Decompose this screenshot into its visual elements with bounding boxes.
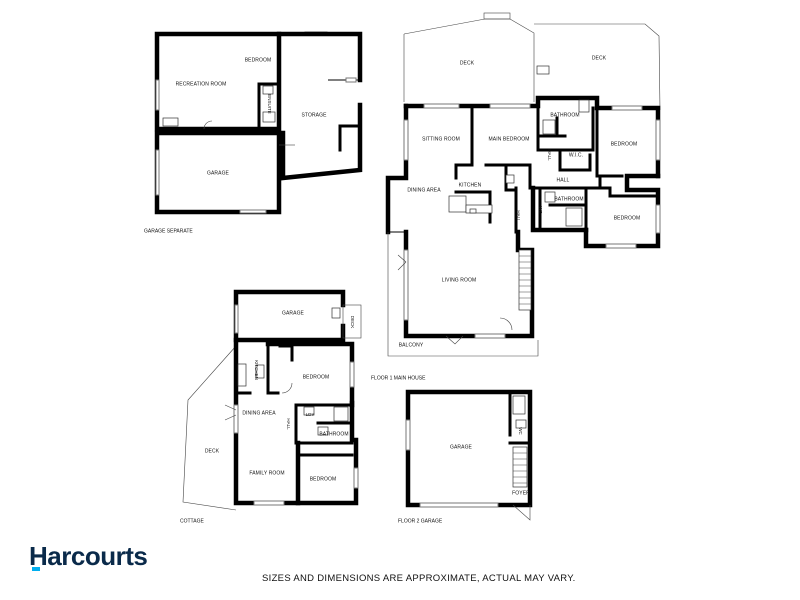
f2-foyer-label: FOYER (512, 490, 530, 496)
harcourts-logo: Harcourts (29, 541, 148, 571)
f1-deck-left-label: DECK (460, 60, 475, 66)
ct-bedroom-bottom-label: BEDROOM (310, 476, 337, 482)
f1-bedroom-lower-label: BEDROOM (614, 215, 641, 221)
f1-stairs (518, 249, 532, 311)
f1-wic-label: W.I.C. (569, 152, 583, 158)
ct-deck-label: DECK (205, 448, 220, 454)
ct-garage-label: GARAGE (282, 310, 305, 316)
gs-ensuite-label: ENSUITE (267, 94, 272, 114)
f1-deck-right-label: DECK (592, 55, 607, 61)
f1-dining-area-label: DINING AREA (407, 187, 441, 193)
f1-bathroom-top-label: BATHROOM (550, 112, 579, 118)
floor2-garage-plan: GARAGE WC FOYER FLOOR 2 GARAGE (398, 389, 533, 524)
f1-hall-label: HALL (557, 177, 570, 183)
f1-balcony-label: BALCONY (399, 342, 424, 348)
f2-caption: FLOOR 2 GARAGE (398, 518, 443, 524)
harcourts-logo-accent (32, 567, 40, 571)
f1-bedroom-right-label: BEDROOM (611, 141, 638, 147)
f1-wc-label: WC (538, 206, 543, 214)
f2-wc-label: WC (518, 427, 523, 435)
f1-bathroom-mid-label: BATHROOM (554, 196, 583, 202)
f1-hall-vertical-label: HALL (547, 149, 552, 161)
f1-main-bedroom-label: MAIN BEDROOM (489, 136, 530, 142)
ct-family-room-label: FAMILY ROOM (249, 470, 284, 476)
ct-deck-small-label: DECK (350, 316, 355, 329)
f1-caption: FLOOR 1 MAIN HOUSE (371, 375, 426, 381)
f2-stairs (512, 446, 528, 488)
ct-caption: COTTAGE (180, 518, 204, 524)
f1-sitting-room-label: SITTING ROOM (422, 136, 460, 142)
f1-kitchen-label: KITCHEN (459, 182, 482, 188)
gs-caption: GARAGE SEPARATE (144, 228, 193, 234)
gs-storage-label: STORAGE (301, 112, 327, 118)
disclaimer-text: SIZES AND DIMENSIONS ARE APPROXIMATE, AC… (262, 573, 576, 584)
garage-separate-plan: BEDROOM RECREATION ROOM ENSUITE STORAGE … (144, 31, 363, 234)
ct-laundry-label: LDY (306, 412, 315, 417)
f2-garage-label: GARAGE (450, 444, 473, 450)
gs-bedroom-label: BEDROOM (245, 57, 272, 63)
gs-recreation-room-label: RECREATION ROOM (176, 81, 227, 87)
ct-bedroom-top-label: BEDROOM (303, 374, 330, 380)
ct-hall-label: HALL (286, 418, 291, 430)
f1-living-room-label: LIVING ROOM (442, 277, 476, 283)
ct-bathroom-label: BATHROOM (319, 431, 348, 437)
cottage-plan: GARAGE DECK KITCHEN BEDROOM DINING AREA (180, 289, 362, 524)
gs-garage-label: GARAGE (207, 170, 230, 176)
f1-hall-2-label: HALL (516, 210, 521, 222)
ct-kitchen-label: KITCHEN (254, 360, 259, 380)
floor1-main-house-plan: DECK DECK (371, 12, 661, 381)
ct-dining-area-label: DINING AREA (242, 410, 276, 416)
